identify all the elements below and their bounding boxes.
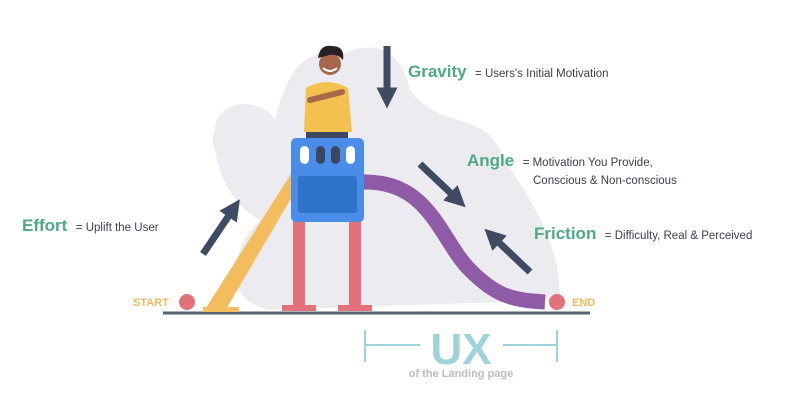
effort-label: Effort = Uplift the User: [22, 216, 159, 235]
angle-arrow-icon: [417, 161, 466, 208]
friction-definition: = Difficulty, Real & Perceived: [605, 230, 753, 242]
end-dot: [549, 294, 565, 310]
gravity-label: Gravity = Users's Initial Motivation: [408, 62, 609, 81]
ux-title: UX: [430, 325, 491, 374]
background-circle: [213, 108, 277, 172]
right-slide: [361, 174, 546, 310]
angle-label: Angle = Motivation You Provide,: [467, 151, 653, 170]
ux-bracket: [364, 330, 558, 362]
angle-definition-line1: = Motivation You Provide,: [523, 157, 653, 169]
effort-term: Effort: [22, 216, 68, 235]
right-leg-foot: [338, 305, 372, 311]
left-leg: [293, 215, 305, 310]
angle-definition-line2: Conscious & Non-conscious: [533, 175, 677, 187]
gravity-term: Gravity: [408, 62, 467, 81]
start-label: START: [133, 297, 169, 309]
platform-panel: [298, 176, 357, 213]
friction-term: Friction: [534, 224, 596, 243]
end-label: END: [572, 297, 595, 309]
ux-subtitle: of the Landing page: [409, 368, 514, 380]
left-slide-foot: [203, 307, 239, 312]
effort-arrow-icon: [200, 199, 240, 256]
platform-window: [346, 146, 355, 164]
right-leg: [349, 215, 361, 310]
angle-term: Angle: [467, 151, 514, 170]
left-slide: [204, 166, 296, 311]
gravity-definition: = Users's Initial Motivation: [475, 68, 609, 80]
start-dot: [179, 294, 195, 310]
effort-definition: = Uplift the User: [76, 222, 159, 234]
friction-label: Friction = Difficulty, Real & Perceived: [534, 224, 752, 243]
friction-arrow-icon: [484, 228, 533, 275]
left-leg-foot: [282, 305, 316, 311]
platform-window: [331, 146, 340, 164]
platform-window: [316, 146, 325, 164]
platform-window: [300, 146, 309, 164]
